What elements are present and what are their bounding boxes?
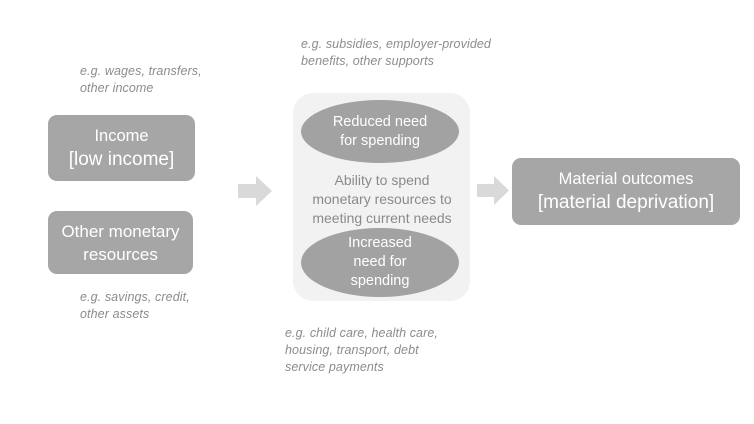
box-material-outcomes[interactable]: Material outcomes [material deprivation] bbox=[512, 158, 740, 225]
centre-panel-description: Ability to spend monetary resources to m… bbox=[312, 172, 452, 226]
right-arrow-icon-left-to-centre bbox=[238, 176, 272, 206]
ellipse-reduced-need-for-spending[interactable]: Reduced need for spending bbox=[301, 100, 459, 163]
centre-panel-ability-to-spend: Reduced need for spending Ability to spe… bbox=[293, 93, 470, 301]
caption-other-resources: e.g. savings, credit, other assets bbox=[80, 290, 190, 321]
box-other-monetary-resources-label: Other monetary resources bbox=[61, 221, 180, 264]
box-income-line1: Income bbox=[94, 126, 149, 145]
caption-income-sources: e.g. wages, transfers, other income bbox=[80, 64, 202, 95]
ellipse-increased-need-for-spending[interactable]: Increased need for spending bbox=[301, 228, 459, 297]
caption-needs: e.g. child care, health care, housing, t… bbox=[285, 326, 438, 374]
right-arrow-icon-centre-to-right bbox=[477, 176, 509, 205]
box-other-monetary-resources[interactable]: Other monetary resources bbox=[48, 211, 193, 274]
box-income-line2: [low income] bbox=[68, 148, 175, 170]
box-income[interactable]: Income [low income] bbox=[48, 115, 195, 181]
caption-supports: e.g. subsidies, employer-provided benefi… bbox=[301, 37, 491, 68]
box-material-outcomes-line2: [material deprivation] bbox=[537, 192, 715, 213]
box-material-outcomes-line1: Material outcomes bbox=[558, 170, 694, 188]
